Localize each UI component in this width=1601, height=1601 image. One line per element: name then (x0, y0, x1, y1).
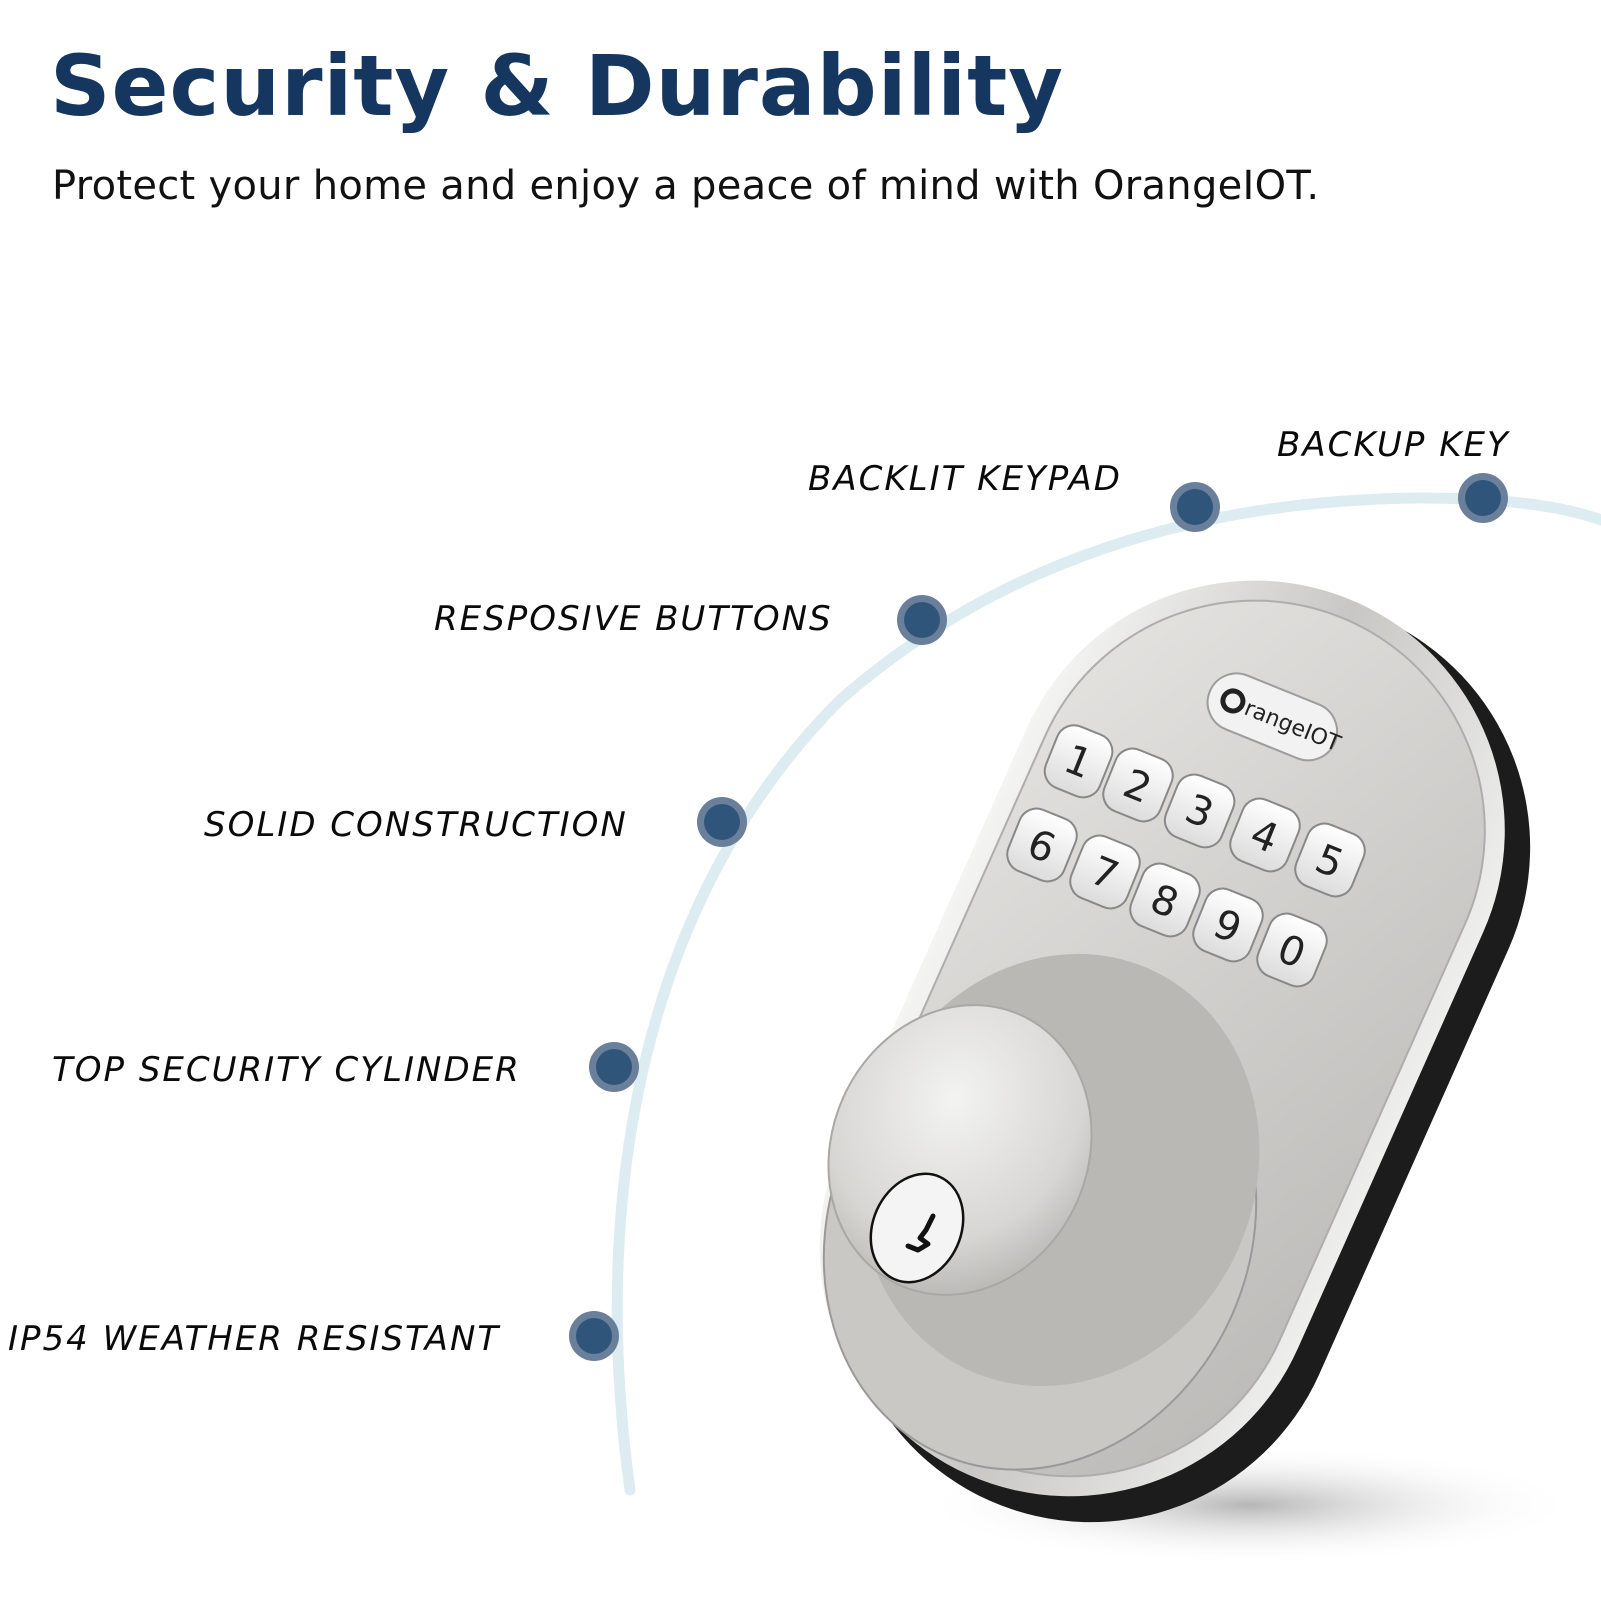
dot-responsive-buttons (897, 595, 947, 645)
dot-solid-construction (697, 797, 747, 847)
page-title: Security & Durability (50, 37, 1064, 135)
dot-backup-key (1458, 473, 1508, 523)
feature-label-solid-construction: SOLID CONSTRUCTION (204, 805, 628, 845)
dot-backlit-keypad (1170, 482, 1220, 532)
feature-label-responsive-buttons: RESPOSIVE BUTTONS (434, 599, 833, 639)
page-subtitle: Protect your home and enjoy a peace of m… (52, 163, 1320, 209)
feature-label-backup-key: BACKUP KEY (1277, 425, 1510, 465)
feature-label-ip54-weather-resistant: IP54 WEATHER RESISTANT (8, 1319, 501, 1359)
dot-top-security-cylinder (589, 1042, 639, 1092)
keyhole-icon (869, 1172, 965, 1284)
feature-dots (569, 473, 1508, 1361)
feature-label-backlit-keypad: BACKLIT KEYPAD (808, 459, 1122, 499)
feature-label-top-security-cylinder: TOP SECURITY CYLINDER (52, 1050, 521, 1090)
keypad: 1 2 3 4 5 6 7 8 9 0 (1006, 724, 1366, 988)
dot-ip54-weather (569, 1311, 619, 1361)
